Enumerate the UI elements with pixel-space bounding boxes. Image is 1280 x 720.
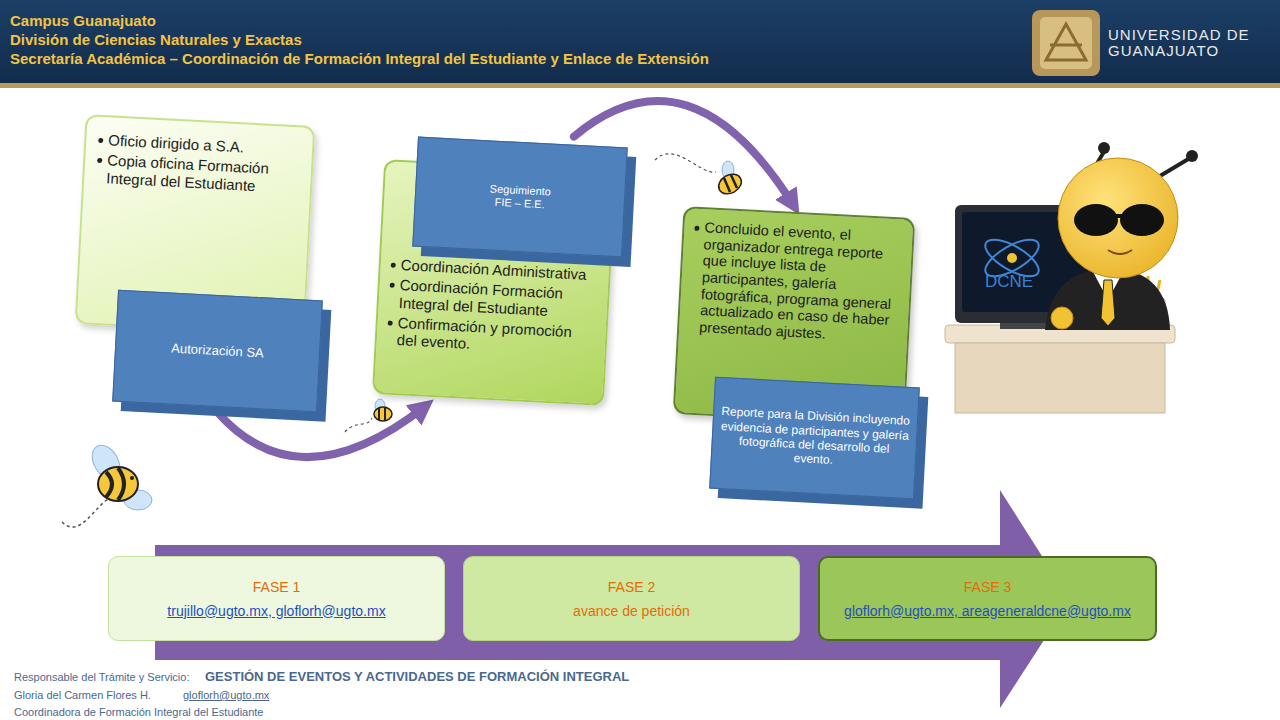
node-text: FASE 1 [245,579,308,595]
bee-trail [655,154,716,172]
monitor-stand [1000,323,1050,329]
step-box: Seguimiento FIE – E.E. [412,137,627,258]
text-label: División de Ciencias Naturales y Exactas [10,31,302,48]
node-text: Concluido el evento, el organizador entr… [699,219,903,346]
node-text: avance de petición [565,603,698,619]
node-text: FASE 3 [956,579,1019,595]
text-label: Gloria del Carmen Flores H. [14,689,151,701]
bee-eye [130,476,134,480]
bee-antenna-tip [1098,142,1110,154]
text-label: GESTIÓN DE EVENTOS Y ACTIVIDADES DE FORM… [205,669,629,684]
step-box: Autorización SA [112,290,323,413]
bee-hand [1051,307,1073,329]
bullet-dot [390,283,395,288]
bee-stripe [724,175,737,192]
text-label: Secretaría Académica – Coordinación de F… [10,50,709,67]
bullet-item: Concluido el evento, el organizador entr… [689,219,903,346]
desk-front [955,343,1165,413]
logo-mark [1050,44,1082,47]
phase-box: FASE 2 avance de petición [463,556,800,641]
node-text: trujillo@ugto.mx, gloflorh@ugto.mx [159,603,393,619]
header-rule [0,83,1280,88]
logo-emblem [1032,10,1100,76]
phase-box: FASE 1 trujillo@ugto.mx, gloflorh@ugto.mx [108,556,445,641]
bee-stripe [106,468,124,500]
bee-sunglasses-bridge [1116,214,1122,218]
bee-tie [1101,280,1115,326]
bee-antenna-tip [1186,150,1198,162]
bee-body [715,170,745,198]
bullet-item: Copia oficina Formación Integral del Est… [96,151,300,196]
text-label: gloflorh@ugto.mx [183,689,269,701]
bee-trail [345,418,372,432]
bee-stripe [379,408,385,420]
bullet-dot [694,226,699,231]
logo-mark [1046,24,1086,60]
node-text: Autorización SA [122,338,313,364]
bullet-dot [97,158,102,163]
text-label: DCNE [985,272,1033,292]
curved-arrow [218,406,426,457]
header-bar [0,0,1280,83]
screen-logo-core [1007,253,1017,263]
bee-sunglasses [1120,204,1164,236]
text-label: Coordinadora de Formación Integral del E… [14,706,263,718]
text-label: UNIVERSIDAD DE GUANAJUATO [1108,27,1268,59]
bee-sunglasses [1074,204,1118,236]
text-label: Responsable del Trámite y Servicio: [14,671,189,683]
phase-box: FASE 3 gloflorh@ugto.mx, areageneraldcne@… [818,556,1157,641]
bee-head [1058,158,1178,278]
node-text: FASE 2 [600,579,663,595]
node-text: Seguimiento FIE – E.E. [480,182,559,212]
node-text: Reporte para la División incluyendo evid… [718,404,911,471]
logo-inner [1040,17,1092,69]
bee-body [98,467,138,501]
bee-body [374,407,392,421]
bullet-dot [391,263,396,268]
text-label: Campus Guanajuato [10,12,156,29]
node-text: gloflorh@ugto.mx, areageneraldcne@ugto.m… [836,603,1139,619]
bee-smile [1108,250,1132,254]
step-box: Reporte para la División incluyendo evid… [709,377,920,500]
bullet-dot [98,138,103,143]
node-text: Confirmación y promoción del evento. [396,314,596,359]
node-text: Copia oficina Formación Integral del Est… [106,152,300,197]
bee-trail [62,498,110,527]
bullet-item: Confirmación y promoción del evento. [386,313,596,358]
bullet-dot [388,320,393,325]
